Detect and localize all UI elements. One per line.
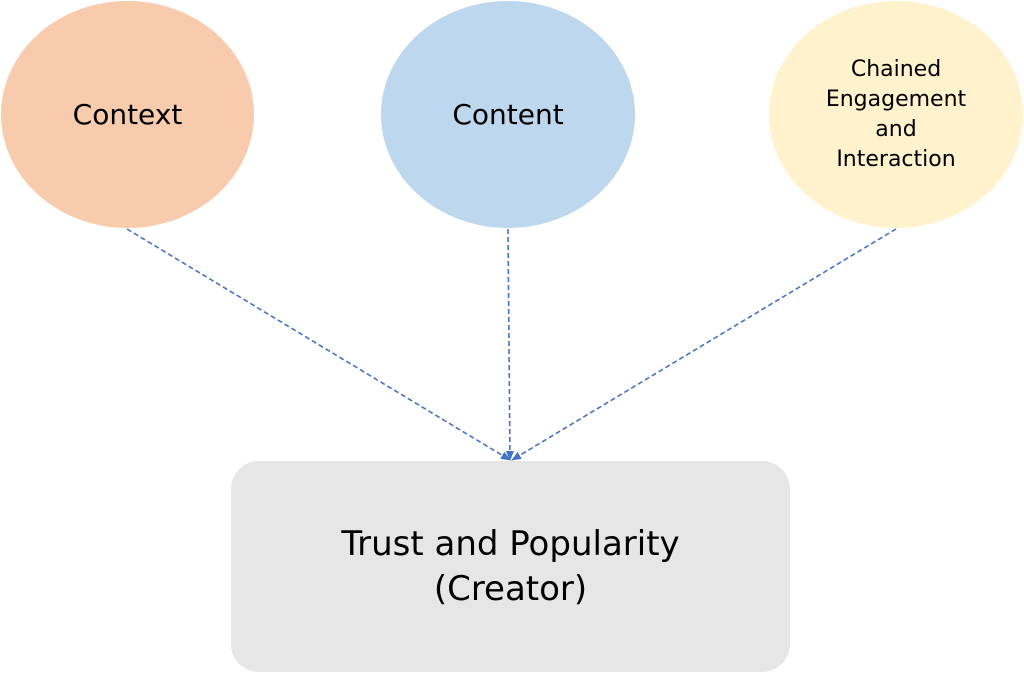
engagement-label: Chained Engagement and Interaction [825, 56, 967, 172]
edge-context-to-trust [126, 228, 511, 461]
context-node: Context [1, 1, 254, 228]
content-label: Content [452, 98, 564, 131]
trust-node: Trust and Popularity (Creator) [231, 461, 790, 672]
engagement-node: Chained Engagement and Interaction [769, 1, 1023, 228]
edge-content-to-trust [505, 228, 514, 461]
edge-engagement-to-trust [511, 228, 897, 461]
content-node: Content [381, 1, 635, 228]
trust-label: Trust and Popularity (Creator) [341, 523, 680, 609]
context-label: Context [72, 98, 183, 131]
